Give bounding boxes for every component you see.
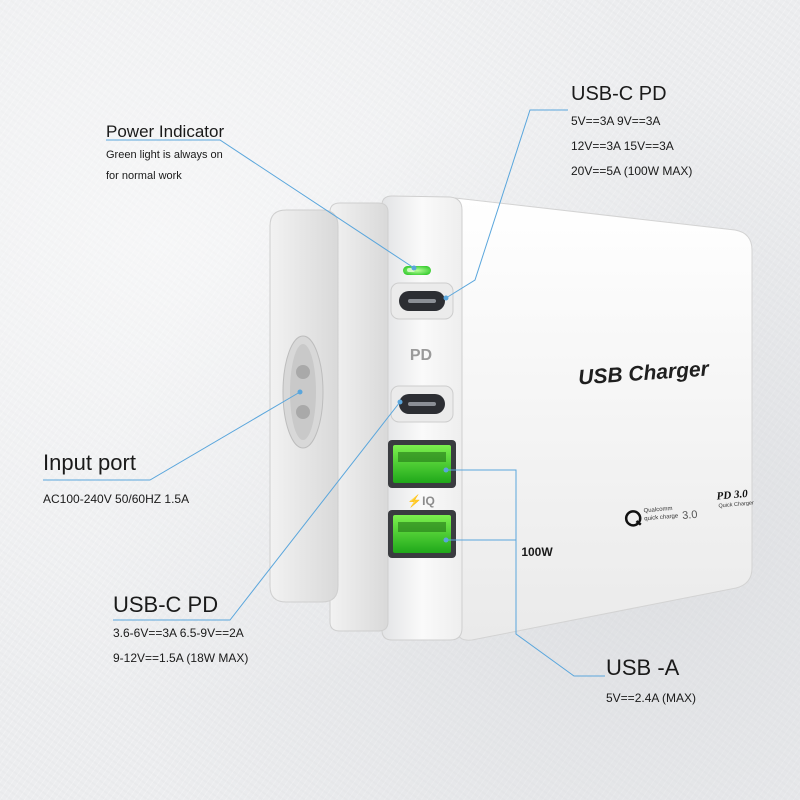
callout-usbc-bottom-title: USB-C PD <box>113 592 219 617</box>
svg-text:Quick Charger: Quick Charger <box>718 500 754 509</box>
callout-power-indicator: Power Indicator Green light is always on… <box>106 122 224 184</box>
callout-usbc-bottom-line-1: 3.6-6V==3A 6.5-9V==2A <box>113 626 244 640</box>
pd-panel-label: PD <box>410 347 432 364</box>
power-rating-label: 100W <box>521 545 553 559</box>
iq-label: ⚡IQ <box>407 494 435 508</box>
callout-usbc-top-line-3: 20V==5A (100W MAX) <box>571 164 693 178</box>
callout-usba-title: USB -A <box>606 655 680 680</box>
callout-line-usbc-bottom <box>113 401 401 621</box>
callout-usbc-bottom: USB-C PD 3.6-6V==3A 6.5-9V==2A 9-12V==1.… <box>113 592 248 668</box>
usbc-top-port <box>390 282 454 320</box>
callout-power-line-2: for normal work <box>106 170 182 182</box>
callout-power-line-1: Green light is always on <box>106 149 223 161</box>
callout-line-usbc-top <box>445 109 568 299</box>
callout-line-input <box>43 391 301 481</box>
callout-usba-line-1: 5V==2.4A (MAX) <box>606 691 697 705</box>
svg-text:Qualcomm: Qualcomm <box>643 506 672 515</box>
usbc-bottom-port <box>390 385 454 423</box>
svg-text:quick charge: quick charge <box>644 513 679 522</box>
pd-3-badge: PD 3.0 Quick Charger <box>716 488 754 510</box>
callout-usbc-top: USB-C PD 5V==3A 9V==3A 12V==3A 15V==3A 2… <box>571 83 692 181</box>
usba-top-port <box>388 440 456 488</box>
callout-usbc-top-line-2: 12V==3A 15V==3A <box>571 139 674 153</box>
callout-input-line-1: AC100-240V 50/60HZ 1.5A <box>43 492 190 506</box>
callout-usbc-bottom-line-2: 9-12V==1.5A (18W MAX) <box>113 651 249 665</box>
callout-input-title: Input port <box>43 450 136 475</box>
callout-usba: USB -A 5V==2.4A (MAX) <box>606 655 696 708</box>
callout-line-usba <box>446 469 605 677</box>
qc-badge: Qualcomm quick charge 3.0 <box>624 506 698 527</box>
svg-text:PD 3.0: PD 3.0 <box>716 488 749 503</box>
svg-text:3.0: 3.0 <box>682 509 698 522</box>
callout-input-port: Input port AC100-240V 50/60HZ 1.5A <box>43 450 189 509</box>
callout-usbc-top-title: USB-C PD <box>571 83 667 105</box>
charger-middle-plate <box>329 202 389 632</box>
callout-power-title: Power Indicator <box>106 122 225 141</box>
input-port-socket <box>282 335 324 449</box>
callout-usbc-top-line-1: 5V==3A 9V==3A <box>571 114 661 128</box>
usba-bottom-port <box>388 510 456 558</box>
callout-line-power <box>106 139 415 269</box>
